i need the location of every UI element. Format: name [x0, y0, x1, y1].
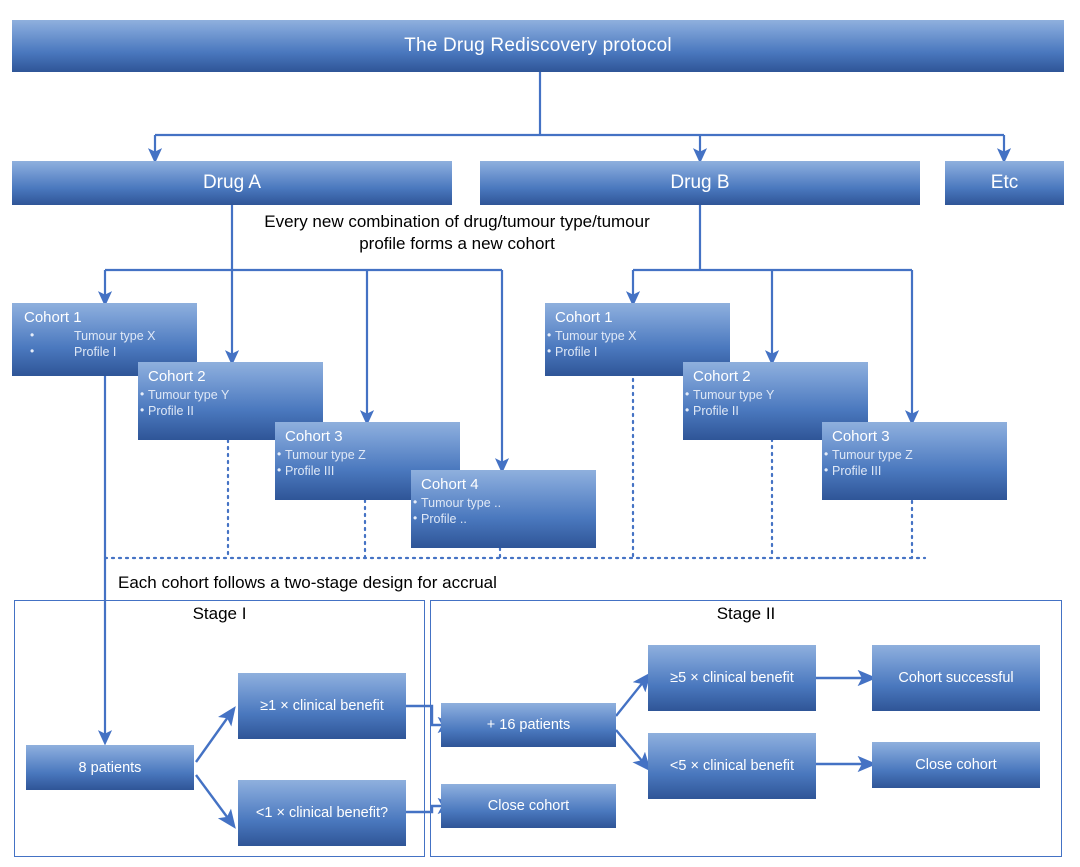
cohort-rule-note: Every new combination of drug/tumour typ…	[264, 212, 650, 253]
stage1-benefit-yes-box[interactable]: ≥1 × clinical benefit	[238, 673, 406, 739]
two-stage-note: Each cohort follows a two-stage design f…	[118, 573, 497, 592]
drug-a-box[interactable]: Drug A	[12, 161, 452, 205]
cohort-bullets: Tumour type Y Profile II	[138, 386, 323, 419]
drug-b-cohort-2[interactable]: Cohort 2 Tumour type Y Profile II	[683, 362, 868, 440]
drug-b-box[interactable]: Drug B	[480, 161, 920, 205]
page-title: The Drug Rediscovery protocol	[404, 35, 672, 56]
drug-etc-box[interactable]: Etc	[945, 161, 1064, 205]
stage2-benefit-no-label: <5 × clinical benefit	[669, 758, 795, 774]
stage2-benefit-yes-box[interactable]: ≥5 × clinical benefit	[648, 645, 816, 711]
cohort-bullet: Tumour type ..	[411, 494, 596, 511]
cohort-bullet: Profile III	[822, 462, 1007, 479]
cohort-bullet: Tumour type X	[545, 327, 730, 344]
cohort-title: Cohort 3	[285, 428, 343, 445]
stage1-start-box[interactable]: 8 patients	[26, 745, 194, 790]
drug-b-label: Drug B	[670, 172, 730, 193]
cohort-bullet: Profile I	[12, 343, 197, 360]
outcome-success-box[interactable]: Cohort successful	[872, 645, 1040, 711]
cohort-bullets: Tumour type X Profile I	[12, 327, 197, 360]
outcome-close-label: Close cohort	[915, 757, 997, 773]
stage2-entry-label: + 16 patients	[486, 717, 571, 733]
cohort-title: Cohort 3	[832, 428, 890, 445]
cohort-bullet: Tumour type Z	[822, 446, 1007, 463]
cohort-bullet: Tumour type X	[12, 327, 197, 344]
stage1-benefit-yes-label: ≥1 × clinical benefit	[260, 698, 384, 714]
stage2-benefit-no-box[interactable]: <5 × clinical benefit	[648, 733, 816, 799]
stage-2-label: Stage II	[716, 604, 776, 623]
stage-1-frame	[14, 600, 425, 857]
drug-a-label: Drug A	[202, 172, 262, 193]
stage1-start-label: 8 patients	[78, 759, 142, 776]
stage-1-label: Stage I	[192, 604, 247, 623]
cohort-bullet: Profile ..	[411, 510, 596, 527]
stage2-close-from-stage1-box[interactable]: Close cohort	[441, 784, 616, 828]
stage1-benefit-no-box[interactable]: <1 × clinical benefit?	[238, 780, 406, 846]
drug-b-cohort-3[interactable]: Cohort 3 Tumour type Z Profile III	[822, 422, 1007, 500]
drug-a-cohort-4[interactable]: Cohort 4 Tumour type .. Profile ..	[411, 470, 596, 548]
cohort-title: Cohort 2	[693, 368, 751, 385]
cohort-bullet: Profile III	[275, 462, 460, 479]
cohort-bullets: Tumour type Y Profile II	[683, 386, 868, 419]
cohort-title: Cohort 1	[24, 309, 82, 326]
cohort-bullets: Tumour type .. Profile ..	[411, 494, 596, 527]
cohort-bullets: Tumour type X Profile I	[545, 327, 730, 360]
cohort-bullet: Tumour type Z	[275, 446, 460, 463]
drug-a-cohort-2[interactable]: Cohort 2 Tumour type Y Profile II	[138, 362, 323, 440]
outcome-success-label: Cohort successful	[898, 670, 1014, 686]
cohort-bullet: Tumour type Y	[683, 386, 868, 403]
cohort-bullets: Tumour type Z Profile III	[822, 446, 1007, 479]
cohort-bullet: Tumour type Y	[138, 386, 323, 403]
drug-a-cohort-3[interactable]: Cohort 3 Tumour type Z Profile III	[275, 422, 460, 500]
stage2-close-from-stage1-label: Close cohort	[487, 798, 570, 814]
stage1-benefit-no-label: <1 × clinical benefit?	[255, 805, 389, 821]
protocol-title-banner: The Drug Rediscovery protocol	[12, 20, 1064, 72]
cohort-bullet: Profile II	[683, 402, 868, 419]
outcome-close-box[interactable]: Close cohort	[872, 742, 1040, 788]
cohort-bullet: Profile I	[545, 343, 730, 360]
stage-2-frame	[430, 600, 1062, 857]
cohort-title: Cohort 2	[148, 368, 206, 385]
cohort-bullet: Profile II	[138, 402, 323, 419]
drug-etc-label: Etc	[990, 172, 1019, 193]
stage2-benefit-yes-label: ≥5 × clinical benefit	[670, 670, 794, 686]
cohort-title: Cohort 4	[421, 476, 479, 493]
stage2-entry-box[interactable]: + 16 patients	[441, 703, 616, 747]
cohort-bullets: Tumour type Z Profile III	[275, 446, 460, 479]
cohort-title: Cohort 1	[555, 309, 613, 326]
